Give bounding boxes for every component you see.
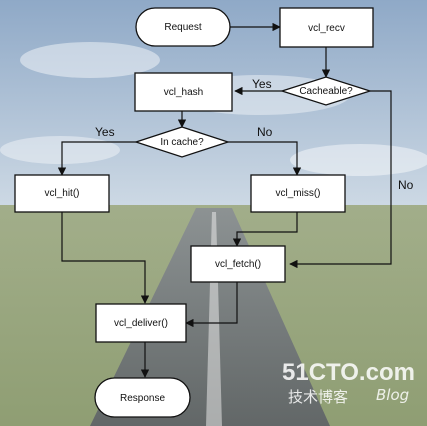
- node-vcl-hit: vcl_hit(): [14, 174, 110, 213]
- edge-cacheable-no-to-fetch: [289, 90, 392, 269]
- node-vcl-deliver-label: vcl_deliver(): [114, 318, 168, 329]
- watermark-cn: 技术博客: [288, 388, 348, 406]
- node-cacheable-label: Cacheable?: [299, 86, 353, 97]
- node-vcl-hash-label: vcl_hash: [164, 87, 203, 98]
- node-vcl-fetch: vcl_fetch(): [190, 245, 286, 283]
- label-cacheable-no: No: [398, 178, 414, 192]
- node-vcl-miss-label: vcl_miss(): [276, 188, 321, 199]
- node-vcl-recv: vcl_recv: [279, 7, 374, 48]
- node-vcl-recv-label: vcl_recv: [308, 23, 345, 34]
- node-in-cache-decision: In cache?: [133, 126, 231, 158]
- node-request: Request: [135, 7, 231, 47]
- node-response-label: Response: [120, 393, 165, 404]
- watermark-site: 51CTO.com: [282, 359, 415, 386]
- label-incache-no: No: [257, 125, 273, 139]
- watermark: 51CTO.com 技术博客 Blog: [282, 359, 415, 406]
- watermark-blog: Blog: [376, 386, 409, 404]
- edge-fetch-to-deliver: [185, 282, 238, 328]
- node-vcl-miss: vcl_miss(): [250, 174, 346, 213]
- node-vcl-fetch-label: vcl_fetch(): [215, 259, 261, 270]
- cloud: [290, 144, 427, 176]
- cloud: [0, 136, 120, 164]
- node-vcl-hit-label: vcl_hit(): [44, 188, 79, 199]
- edge-incache-yes-to-hit: [57, 141, 136, 176]
- edge-labels: Yes No Yes No: [95, 77, 414, 192]
- node-cacheable-decision: Cacheable?: [279, 76, 373, 106]
- node-vcl-deliver: vcl_deliver(): [95, 303, 187, 343]
- label-cacheable-yes: Yes: [252, 77, 272, 91]
- edge-miss-to-fetch: [232, 212, 298, 247]
- cloud: [20, 42, 160, 78]
- label-incache-yes: Yes: [95, 125, 115, 139]
- edge-incache-no-to-miss: [228, 141, 302, 176]
- nodes: Request vcl_recv Cacheable? vcl_hash In …: [14, 7, 374, 418]
- node-response: Response: [94, 377, 191, 418]
- road-centerline: [206, 212, 222, 426]
- edges: [57, 22, 392, 378]
- node-in-cache-label: In cache?: [160, 137, 204, 148]
- node-request-label: Request: [164, 22, 201, 33]
- node-vcl-hash: vcl_hash: [134, 72, 233, 112]
- edge-hit-to-deliver: [61, 212, 150, 304]
